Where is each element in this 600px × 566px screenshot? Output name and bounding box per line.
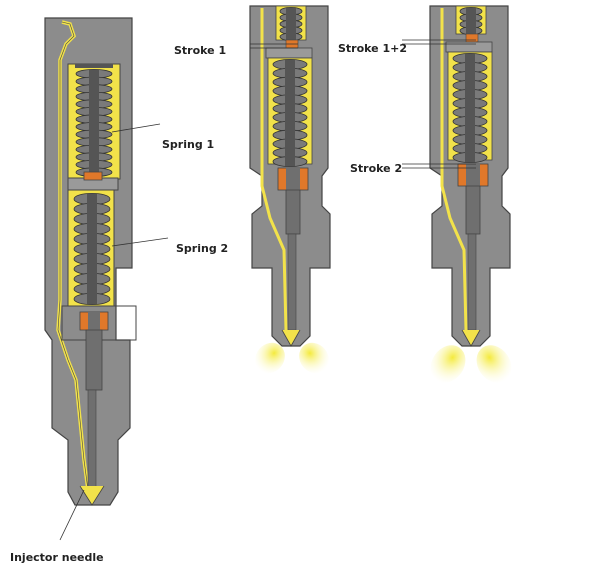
label-stroke-2: Stroke 2 bbox=[350, 162, 402, 175]
fuel-spray-left bbox=[255, 342, 285, 374]
label-stroke-1: Stroke 1 bbox=[174, 44, 226, 57]
label-spring-1: Spring 1 bbox=[162, 138, 214, 151]
label-injector-needle: Injector needle bbox=[10, 551, 104, 564]
spring-core bbox=[466, 8, 476, 34]
spring-core bbox=[285, 60, 295, 166]
injector-right bbox=[429, 5, 512, 383]
spring-plate bbox=[445, 41, 493, 53]
fuel-spray-right bbox=[476, 345, 512, 383]
label-stroke-1-2: Stroke 1+2 bbox=[338, 42, 407, 55]
spring-core bbox=[286, 8, 296, 40]
injector-middle bbox=[249, 5, 331, 374]
injector-large bbox=[44, 17, 137, 506]
fuel-spray-right bbox=[299, 342, 329, 374]
spring-core bbox=[465, 54, 475, 162]
leader-lines bbox=[59, 39, 476, 541]
injector-needle bbox=[465, 185, 481, 235]
spring-core bbox=[87, 194, 97, 304]
injector-needle bbox=[85, 329, 103, 391]
fuel-channel bbox=[440, 8, 468, 331]
spring-core bbox=[89, 70, 99, 176]
spring-plate bbox=[265, 47, 313, 59]
fuel-channel bbox=[260, 8, 288, 331]
spring-1 bbox=[75, 69, 113, 177]
label-spring-2: Spring 2 bbox=[176, 242, 228, 255]
fuel-spray-left bbox=[430, 345, 466, 383]
spring-2 bbox=[73, 192, 111, 305]
injector-needle bbox=[285, 189, 301, 235]
